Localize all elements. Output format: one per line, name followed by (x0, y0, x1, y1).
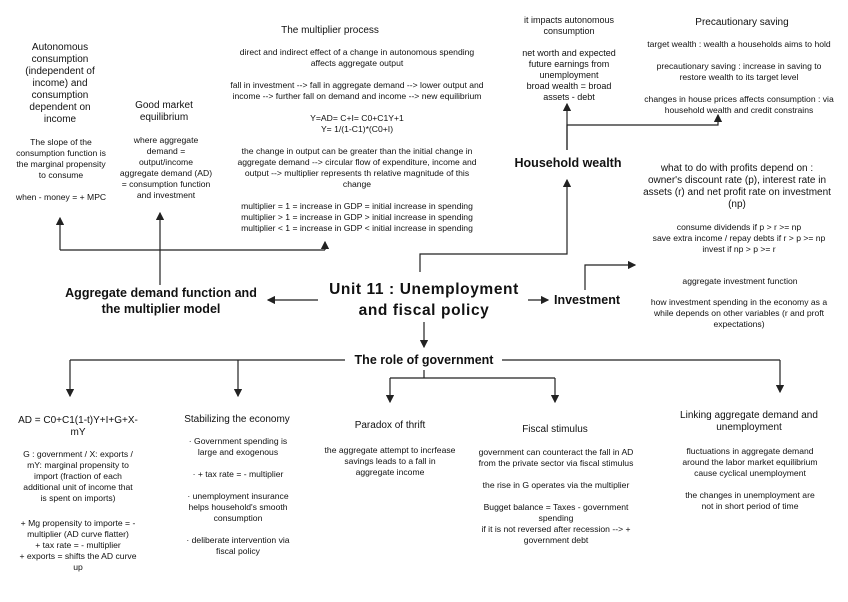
investment-function-title: aggregate investment function (682, 276, 798, 286)
investment-node: Investment (554, 293, 620, 307)
ad-effects-text: + Mg propensity to importe = - multiplie… (19, 518, 137, 572)
household-impacts-text: it impacts autonomous consumption net wo… (522, 15, 616, 102)
precautionary-saving-title: Precautionary saving (695, 17, 789, 28)
investment-dividends-text: consume dividends if p > r >= np save ex… (652, 222, 826, 254)
paradox-thrift-text: the aggregate attempt to incrfease savin… (324, 445, 456, 477)
fiscal-stimulus-text: government can counteract the fall in AD… (478, 447, 634, 545)
good-market-text: where aggregate demand = output/income a… (119, 135, 213, 200)
ad-function-node: Aggregate demand function and the multip… (65, 286, 257, 316)
slope-consumption-text: The slope of the consumption function is… (15, 137, 107, 202)
stabilizing-text: · Government spending is large and exoge… (186, 436, 290, 556)
multiplier-title: The multiplier process (281, 25, 379, 36)
autonomous-consumption-text: Autonomous consumption (independent of i… (25, 42, 95, 125)
stabilizing-title: Stabilizing the economy (184, 414, 290, 425)
paradox-thrift-title: Paradox of thrift (354, 420, 426, 431)
investment-profits-text: what to do with profits depend on : owne… (643, 163, 831, 210)
ad-notes-text: G : government / X: exports / mY: margin… (23, 449, 133, 503)
fiscal-stimulus-title: Fiscal stimulus (522, 424, 588, 435)
investment-function-text: how investment spending in the economy a… (650, 297, 828, 329)
central-topic: Unit 11 : Unemployment and fiscal policy (329, 281, 519, 319)
linking-ad-text: fluctuations in aggregate demand around … (682, 446, 818, 511)
precautionary-saving-text: target wealth : wealth a households aims… (644, 39, 834, 115)
multiplier-text: direct and indirect effect of a change i… (230, 47, 484, 233)
household-wealth-node: Household wealth (514, 156, 622, 170)
good-market-title: Good market equilibrium (135, 100, 193, 123)
government-node: The role of government (354, 353, 494, 367)
ad-equation-text: AD = C0+C1(1-t)Y+I+G+X- mY (18, 415, 138, 438)
linking-ad-title: Linking aggregate demand and unemploymen… (680, 410, 818, 433)
